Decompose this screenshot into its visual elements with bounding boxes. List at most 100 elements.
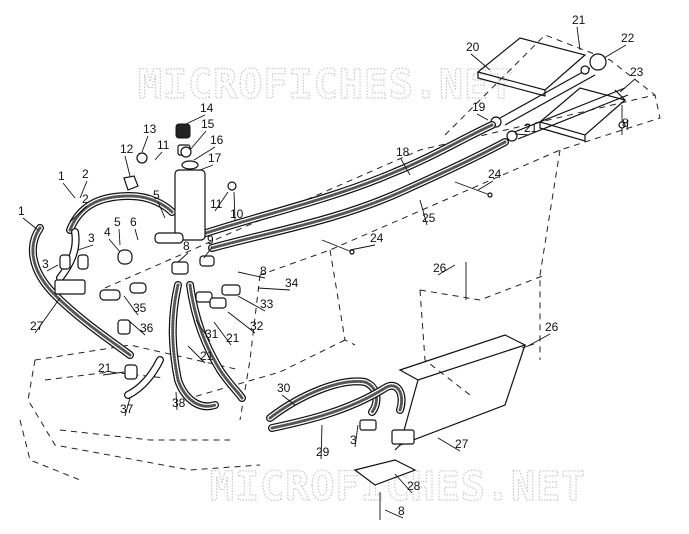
callout-label: 1 xyxy=(18,204,25,218)
callout-label: 13 xyxy=(143,122,157,136)
callout-label: 19 xyxy=(472,100,486,114)
callout-label: 21 xyxy=(524,121,538,135)
cooler-tubes xyxy=(490,53,629,142)
callout-label: 8 xyxy=(260,264,267,278)
callout-leader xyxy=(79,180,88,199)
callout-leader xyxy=(141,135,149,153)
callout-leader xyxy=(233,191,236,222)
callout-leader xyxy=(419,199,428,226)
callout-label: 37 xyxy=(120,402,134,416)
callout-label: 6 xyxy=(130,215,137,229)
callout-label: 2 xyxy=(82,192,89,206)
callout-label: 10 xyxy=(230,207,244,221)
callout-label: 3 xyxy=(88,231,95,245)
callout-label: 22 xyxy=(621,31,635,45)
thermostat-assembly xyxy=(54,123,417,486)
callout-leader xyxy=(185,114,206,125)
callout-label: 35 xyxy=(133,301,147,315)
callout-leader xyxy=(470,53,491,71)
callout-leader xyxy=(400,158,411,176)
callout-leader xyxy=(477,180,494,191)
callout-label: 27 xyxy=(30,319,44,333)
callout-leader xyxy=(62,182,76,199)
callout-leader xyxy=(619,78,636,93)
callout-label: 26 xyxy=(433,261,447,275)
callout-leader xyxy=(102,371,125,376)
callout-leader xyxy=(157,201,166,219)
callout-leader xyxy=(187,345,206,364)
heat-exchanger-plates xyxy=(394,37,627,451)
callout-label: 4 xyxy=(104,225,111,239)
callout-label: 31 xyxy=(205,327,219,341)
callout-label: 32 xyxy=(250,319,264,333)
callout-leader xyxy=(34,297,61,334)
callout-leader xyxy=(77,244,94,251)
callout-label: 20 xyxy=(466,40,480,54)
callout-label: 8 xyxy=(398,504,405,518)
callout-leader xyxy=(354,424,359,448)
callout-leader xyxy=(22,217,39,231)
callout-leader xyxy=(127,319,146,336)
callout-label: 1 xyxy=(58,169,65,183)
callout-label: 21 xyxy=(200,349,214,363)
callout-leader xyxy=(281,394,296,406)
callout-label: 21 xyxy=(226,331,240,345)
callout-leader xyxy=(626,119,629,131)
callout-label: 12 xyxy=(120,142,134,156)
callout-leader xyxy=(195,319,211,342)
callout-leader xyxy=(437,264,456,276)
callout-leader xyxy=(576,26,581,51)
callout-leader xyxy=(320,424,323,460)
callout-leader xyxy=(237,295,266,312)
callout-label: 16 xyxy=(210,133,224,147)
callout-leader xyxy=(349,244,376,251)
callout-label: 24 xyxy=(370,231,384,245)
callout-label: 11 xyxy=(210,197,223,211)
callout-leader xyxy=(124,397,131,417)
callout-label: 15 xyxy=(201,117,215,131)
middle-hoses xyxy=(124,281,246,411)
bolt-parts xyxy=(321,181,535,520)
callout-leader xyxy=(123,295,139,316)
left-hoses xyxy=(28,192,176,359)
callout-leader xyxy=(514,133,530,136)
callout-label: 2 xyxy=(82,167,89,181)
callout-label: 21 xyxy=(98,361,112,375)
callout-leader xyxy=(69,205,88,223)
callout-leader xyxy=(108,238,121,253)
callout-label: 11 xyxy=(157,138,170,152)
callout-label: 8 xyxy=(183,239,190,253)
callout-leader xyxy=(154,151,163,161)
callout-leader xyxy=(227,311,256,334)
callout-label: 17 xyxy=(208,151,222,165)
callout-label: 30 xyxy=(277,381,291,395)
callout-leader xyxy=(46,264,59,272)
callout-label: 3 xyxy=(350,433,357,447)
callout-label: 28 xyxy=(407,479,421,493)
callout-label: 34 xyxy=(285,276,299,290)
callout-label: 5 xyxy=(153,188,160,202)
callout-leader xyxy=(603,44,627,59)
callout-leader xyxy=(237,271,266,279)
callout-leader xyxy=(189,130,207,151)
callout-leader xyxy=(394,473,413,494)
callout-label: 27 xyxy=(455,437,469,451)
callout-leader xyxy=(134,228,139,241)
callout-label: 25 xyxy=(422,211,436,225)
callout-label: 3 xyxy=(42,257,49,271)
callout-leader xyxy=(527,333,551,347)
callout-label: 29 xyxy=(316,445,330,459)
callout-leader xyxy=(437,437,461,452)
callout-leader xyxy=(214,191,229,212)
callout-label: 14 xyxy=(200,101,214,115)
callout-leader xyxy=(213,321,232,346)
callout-leader xyxy=(203,246,213,259)
callout-leader xyxy=(124,155,131,177)
callout-label: 36 xyxy=(140,321,154,335)
callout-leader xyxy=(177,252,189,263)
lower-hoses xyxy=(266,377,406,432)
callout-label: 24 xyxy=(488,167,502,181)
